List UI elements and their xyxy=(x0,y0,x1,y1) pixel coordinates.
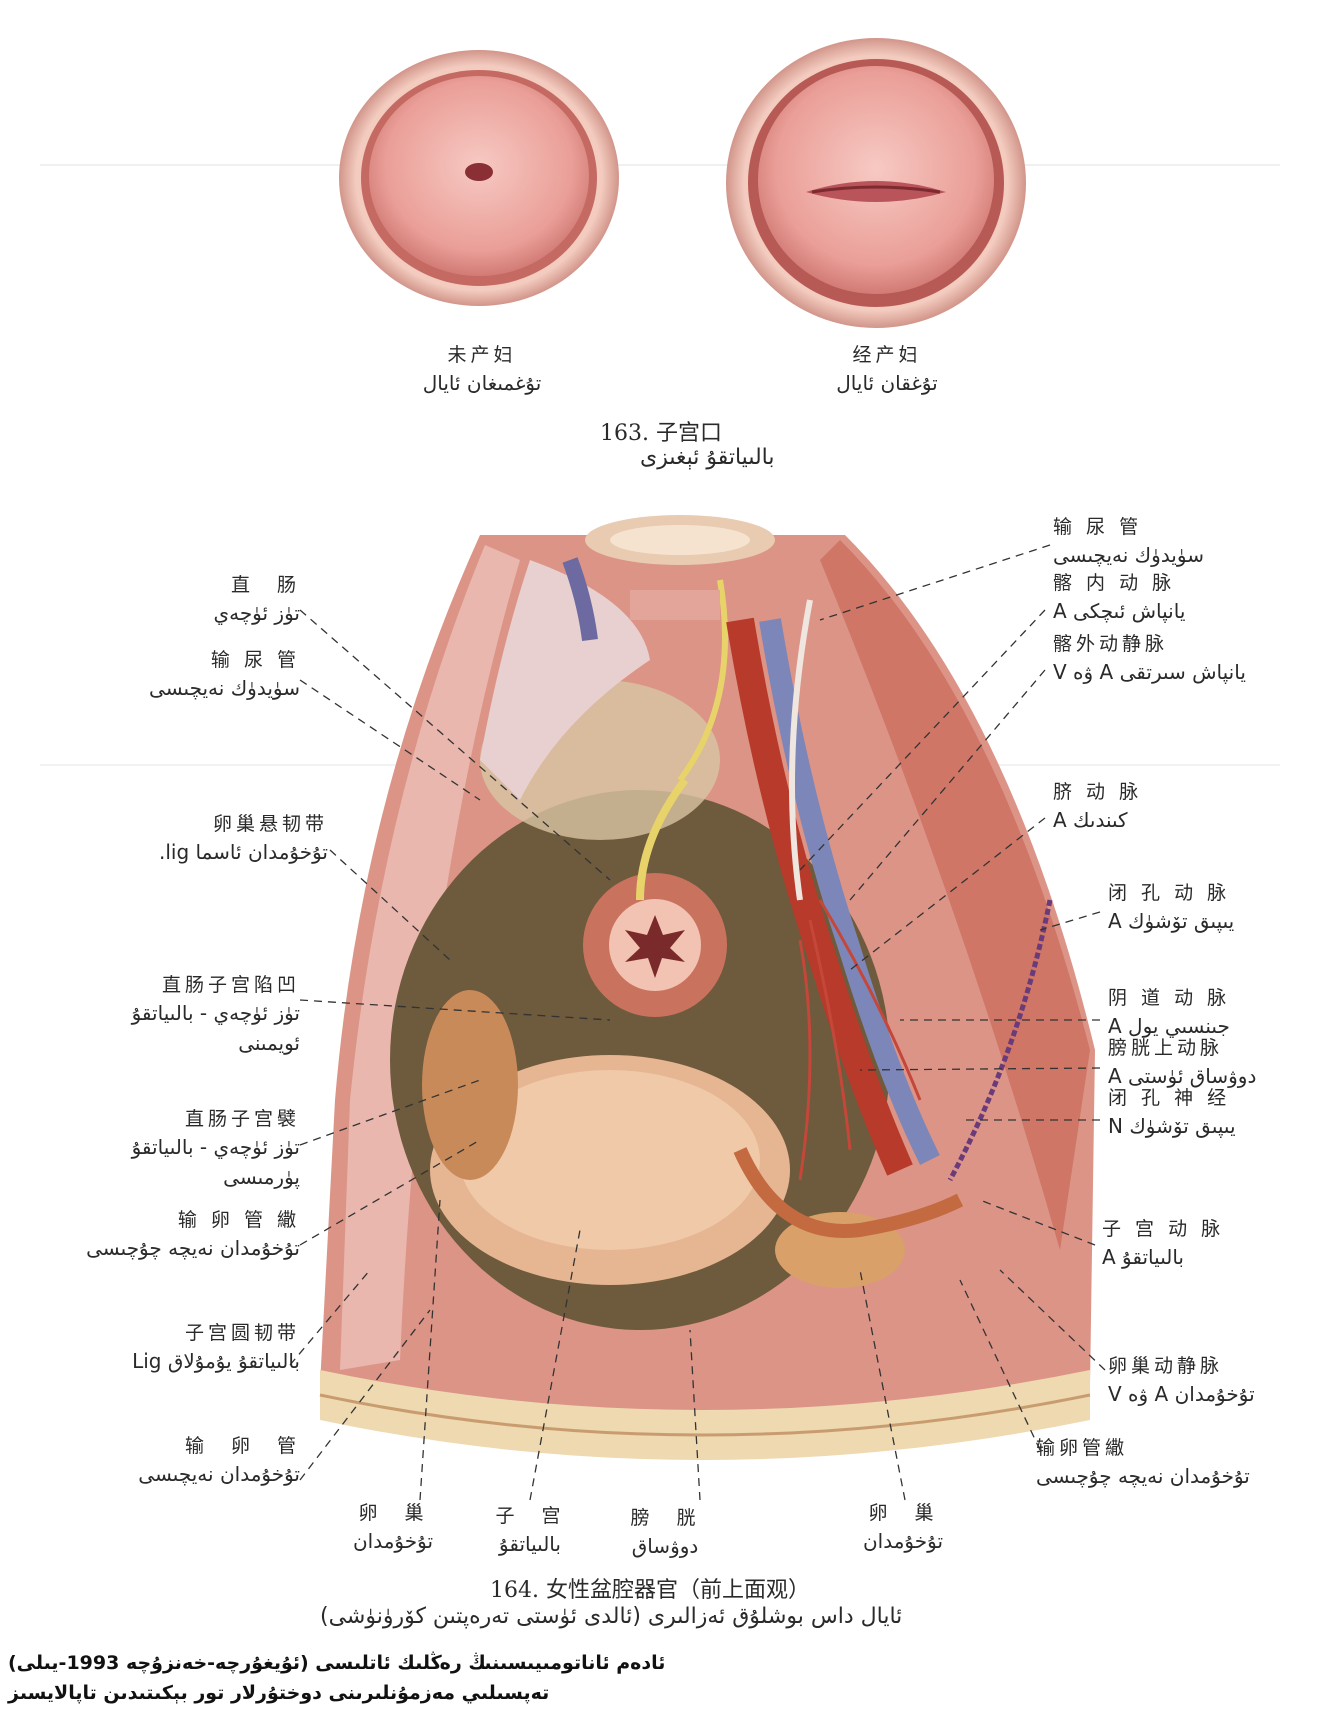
nulliparous-label-zh: 未产妇 xyxy=(447,344,517,366)
anatomy-label-ug: تۈز ئۈچەي - بالىياتقۇ xyxy=(131,1135,300,1159)
anatomy-label-ug: تۇخۇمدان xyxy=(862,1529,944,1553)
anatomy-label-zh: 子宫圆韧带 xyxy=(184,1322,300,1344)
anatomy-label-ug: پۈرمىسى xyxy=(223,1165,300,1189)
anatomy-label-zh: 卵巢动静脉 xyxy=(1108,1355,1224,1377)
anatomy-label-ug: بالىياتقۇ يۇمۇلاق Lig xyxy=(132,1349,300,1373)
footer-line-1: ئادەم ئاناتومىيىسىنىڭ رەڭلىك ئاتلىسى (ئۇ… xyxy=(8,1652,666,1674)
anatomy-label: 脐 动 脉 كىندىك A xyxy=(1053,779,1142,835)
anatomy-label-ug: تۈز ئۈچەي xyxy=(213,601,300,625)
anatomy-label: 输 卵 管 تۇخۇمدان نەيچىسى xyxy=(138,1433,300,1489)
anatomy-label-ug: يىپىق تۆشۈك N xyxy=(1108,1114,1236,1138)
anatomy-label-zh: 膀胱上动脉 xyxy=(1108,1037,1224,1059)
anatomy-label-zh: 阴 道 动 脉 xyxy=(1108,987,1231,1009)
anatomy-label-ug: بالىياتقۇ xyxy=(499,1532,561,1556)
anatomy-label-ug: ئويمىنى xyxy=(238,1031,300,1055)
anatomy-label-ug: تۇخۇمدان ئاسما lig. xyxy=(158,840,328,864)
anatomy-label: 子 宫 بالىياتقۇ xyxy=(495,1503,564,1559)
anatomy-label-ug: تۇخۇمدان نەيچىسى xyxy=(138,1462,300,1486)
anatomy-label: 卵 巢 تۇخۇمدان xyxy=(863,1500,943,1556)
anatomy-label-zh: 直肠子宫襞 xyxy=(184,1108,300,1130)
anatomy-label: 子 宫 动 脉 بالىياتقۇ A xyxy=(1102,1216,1224,1272)
anatomy-label: 输 尿 管 سۈيدۈك نەيچىسى xyxy=(149,647,300,703)
anatomy-label-zh: 膀 胱 xyxy=(630,1507,700,1529)
anatomy-label-ug: تۈز ئۈچەي - بالىياتقۇ xyxy=(131,1001,300,1025)
parous-label-ug: تۇغقان ئايال xyxy=(836,371,938,395)
anatomy-label-zh: 髂外动静脉 xyxy=(1053,633,1169,655)
anatomy-label: 直肠子宫陷凹 تۈز ئۈچەي - بالىياتقۇ ئويمىنى xyxy=(132,972,300,1058)
anatomy-label-ug: جىنسىي يول A xyxy=(1108,1014,1230,1038)
nulliparous-label: 未产妇 تۇغمىغان ئايال xyxy=(423,342,542,398)
anatomy-label-zh: 卵 巢 xyxy=(358,1502,428,1524)
anatomy-label-ug: تۇخۇمدان A ۋە V xyxy=(1108,1382,1255,1406)
anatomy-label: 阴 道 动 脉 جىنسىي يول A xyxy=(1108,985,1230,1041)
anatomy-label: 子宫圆韧带 بالىياتقۇ يۇمۇلاق Lig xyxy=(132,1320,300,1376)
anatomy-label: 膀胱上动脉 دوۋساق ئۈستى A xyxy=(1108,1035,1256,1091)
figure-164-caption-ug: ئايال داس بوشلۇق ئەزالىرى (ئالدى ئۈستى ت… xyxy=(320,1604,903,1629)
anatomy-label-ug: يانپاش سىرتقى A ۋە V xyxy=(1053,660,1246,684)
anatomy-label-zh: 髂 内 动 脉 xyxy=(1053,572,1176,594)
anatomy-label: 髂 内 动 脉 يانپاش ئىچكى A xyxy=(1053,570,1185,626)
anatomy-label-zh: 输卵管繖 xyxy=(1036,1437,1129,1459)
anatomy-label-ug: دوۋساق ئۈستى A xyxy=(1108,1064,1257,1088)
anatomy-label-zh: 输 卵 管 xyxy=(184,1435,300,1457)
parous-label-zh: 经产妇 xyxy=(852,344,922,366)
anatomy-label-zh: 脐 动 脉 xyxy=(1053,781,1143,803)
figure-164-illustration xyxy=(40,515,1280,1501)
anatomy-label-zh: 输 尿 管 xyxy=(1053,516,1143,538)
anatomy-label-ug: تۇخۇمدان xyxy=(352,1529,434,1553)
anatomy-label: 卵巢悬韧带 تۇخۇمدان ئاسما lig. xyxy=(159,811,328,867)
anatomy-label: 卵 巢 تۇخۇمدان xyxy=(353,1500,433,1556)
anatomy-label: 髂外动静脉 يانپاش سىرتقى A ۋە V xyxy=(1053,631,1246,687)
figure-163-illustration xyxy=(40,38,1280,328)
anatomy-label-ug: تۇخۇمدان نەيچە چۇچىسى xyxy=(86,1236,300,1260)
anatomy-label: 输 卵 管 繖 تۇخۇمدان نەيچە چۇچىسى xyxy=(86,1207,300,1263)
anatomy-label-ug: تۇخۇمدان نەيچە چۇچىسى xyxy=(1036,1464,1250,1488)
anatomy-label-zh: 直肠子宫陷凹 xyxy=(161,974,300,996)
anatomy-label-zh: 输 尿 管 xyxy=(210,649,300,671)
anatomy-label-ug: بالىياتقۇ A xyxy=(1102,1245,1184,1269)
anatomy-label-zh: 子 宫 xyxy=(495,1505,565,1527)
anatomy-label: 直肠子宫襞 تۈز ئۈچەي - بالىياتقۇ پۈرمىسى xyxy=(132,1106,300,1192)
anatomy-label-ug: سۈيدۈك نەيچىسى xyxy=(1053,543,1204,567)
anatomy-label: 卵巢动静脉 تۇخۇمدان A ۋە V xyxy=(1108,1353,1255,1409)
anatomy-label-ug: كىندىك A xyxy=(1053,808,1128,832)
anatomy-label: 闭 孔 神 经 يىپىق تۆشۈك N xyxy=(1108,1085,1236,1141)
anatomy-label-zh: 子 宫 动 脉 xyxy=(1102,1218,1225,1240)
parous-label: 经产妇 تۇغقان ئايال xyxy=(836,342,937,398)
anatomy-label-ug: سۈيدۈك نەيچىسى xyxy=(149,676,300,700)
anatomy-label: 输 尿 管 سۈيدۈك نەيچىسى xyxy=(1053,514,1204,570)
anatomy-label-zh: 卵 巢 xyxy=(868,1502,938,1524)
anatomy-label-ug: دوۋساق xyxy=(631,1534,699,1558)
figure-163-caption: 163. 子宫口 xyxy=(600,421,722,446)
anatomy-label: 直 肠 تۈز ئۈچەي xyxy=(213,572,300,628)
anatomy-label-zh: 卵巢悬韧带 xyxy=(212,813,328,835)
anatomy-label-zh: 闭 孔 神 经 xyxy=(1108,1087,1231,1109)
anatomy-label-zh: 直 肠 xyxy=(230,574,300,596)
figure-164-caption: 164. 女性盆腔器官（前上面观） xyxy=(490,1578,810,1603)
anatomy-label-zh: 闭 孔 动 脉 xyxy=(1108,882,1231,904)
footer-line-2: تەپسىلىي مەزمۇنلىرىنى دوختۇرلار تور بېكى… xyxy=(8,1682,550,1704)
anatomy-label-ug: يانپاش ئىچكى A xyxy=(1053,599,1186,623)
parous-cervix xyxy=(726,38,1026,328)
anatomy-label-zh: 输 卵 管 繖 xyxy=(177,1209,300,1231)
leader-lines xyxy=(289,544,1106,1501)
anatomy-label-ug: يىپىق تۆشۈك A xyxy=(1108,909,1235,933)
nulliparous-cervix xyxy=(339,50,619,306)
anatomy-label: 输卵管繖 تۇخۇمدان نەيچە چۇچىسى xyxy=(1036,1435,1250,1491)
nulliparous-label-ug: تۇغمىغان ئايال xyxy=(422,371,542,395)
anatomy-label: 膀 胱 دوۋساق xyxy=(630,1505,699,1561)
anatomy-label: 闭 孔 动 脉 يىپىق تۆشۈك A xyxy=(1108,880,1234,936)
figure-163-caption-ug: بالىياتقۇ ئېغىزى xyxy=(640,445,775,470)
